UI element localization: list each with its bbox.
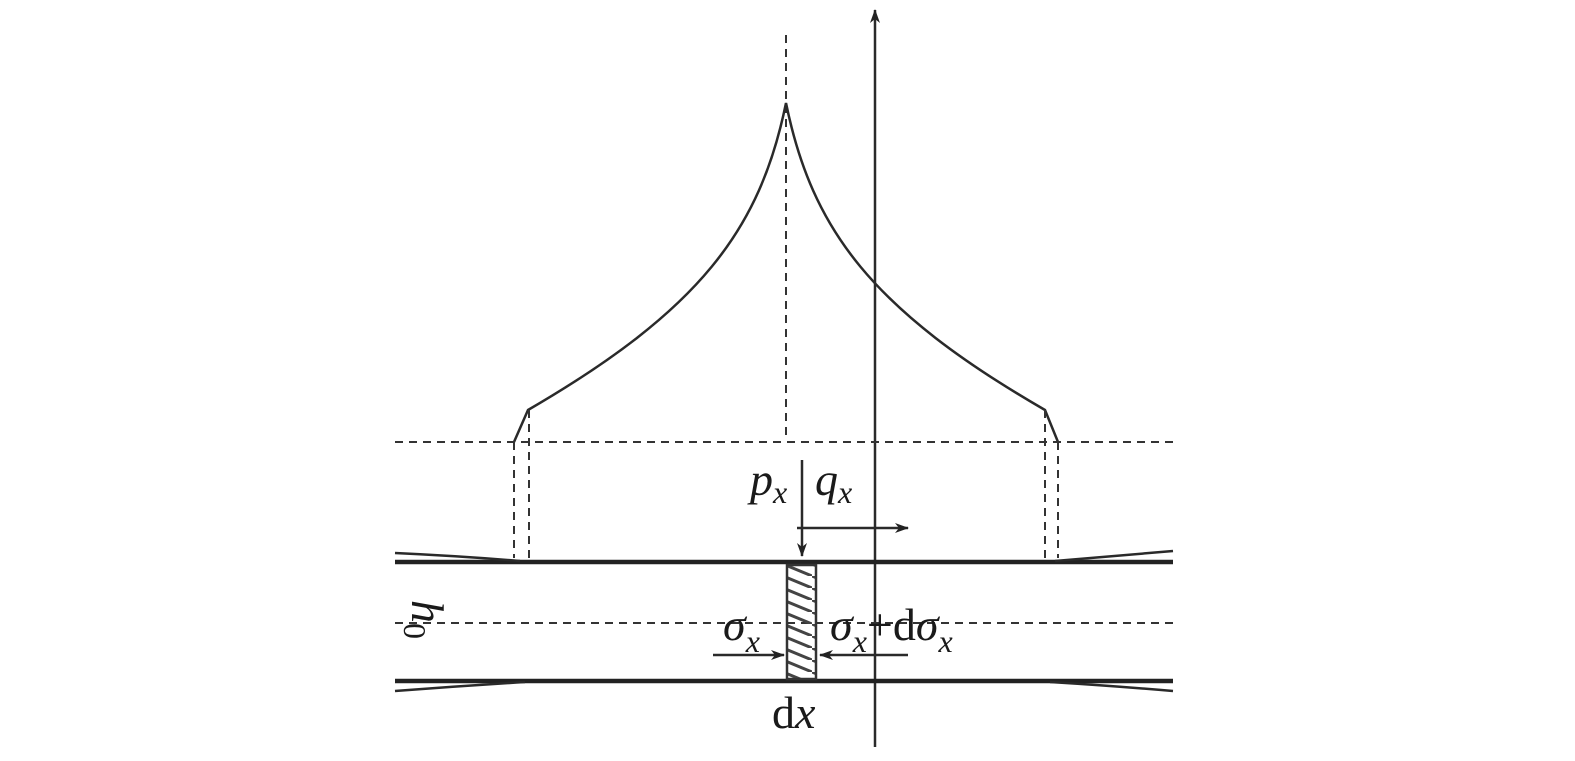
q-x-sub: x: [837, 474, 852, 510]
p-x-sub: x: [772, 474, 787, 510]
h0-sub: 0: [397, 623, 433, 639]
hatched-strip-element: [785, 563, 818, 681]
sigma-main: σ: [830, 599, 855, 650]
sigma-x-label: σx: [723, 599, 760, 659]
dx-d: d: [772, 687, 795, 738]
sigma-sub: x: [852, 623, 867, 659]
p-x-label: px: [747, 454, 787, 510]
roll-top-right-edge: [1054, 549, 1174, 563]
dx-label: dx: [772, 687, 816, 738]
sigma-x-plus-dsigma-x-label: σx+dσx: [830, 599, 953, 659]
dx-x: x: [794, 687, 816, 738]
pressure-distribution-curve: [512, 102, 1060, 443]
q-x-main: q: [815, 454, 838, 505]
roll-bottom-left-edge: [394, 680, 526, 693]
h0-label: h0: [397, 600, 453, 639]
roll-bottom-right-edge: [1049, 680, 1174, 693]
sigma-x-main: σ: [723, 599, 748, 650]
q-x-label: qx: [815, 454, 852, 510]
plus-d: +d: [867, 599, 916, 650]
dsigma-main: σ: [916, 599, 941, 650]
h0-main: h: [402, 600, 453, 623]
roll-top-left-edge: [394, 551, 521, 563]
dsigma-sub: x: [938, 623, 953, 659]
sigma-x-sub: x: [745, 623, 760, 659]
p-x-main: p: [747, 454, 773, 505]
